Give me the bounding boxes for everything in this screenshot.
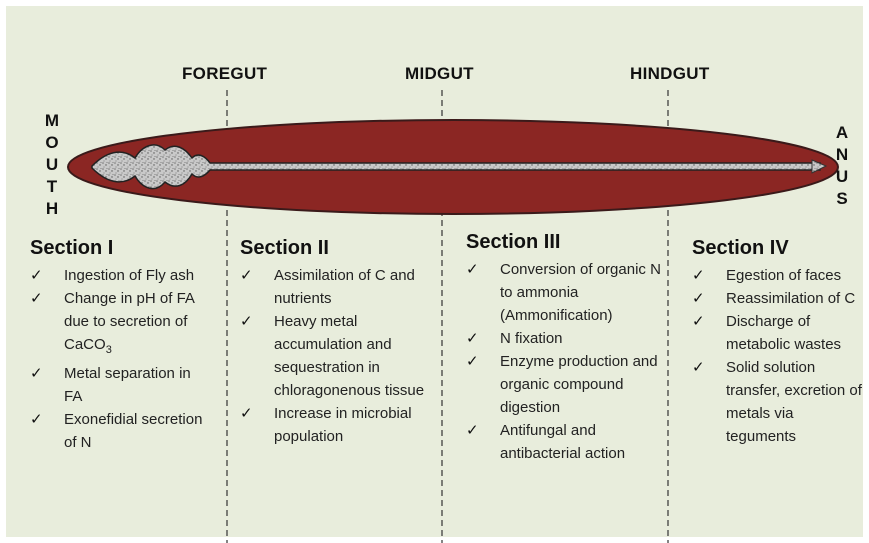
section-3: Section III ✓ Conversion of organic N to … xyxy=(466,231,661,465)
list-item: ✓ Reassimilation of C xyxy=(692,287,864,310)
list-item-text: Ingestion of Fly ash xyxy=(64,267,194,284)
checkmark-icon: ✓ xyxy=(692,287,705,310)
section-2-title: Section II xyxy=(240,237,430,260)
list-item-text: Exonefidial secretion of N xyxy=(64,411,202,451)
list-item-text: Solid solution transfer, excretion of me… xyxy=(726,359,862,445)
list-item-text: Antifungal and antibacterial action xyxy=(500,422,625,462)
checkmark-icon: ✓ xyxy=(240,310,253,333)
checkmark-icon: ✓ xyxy=(692,310,705,333)
mouth-letter: U xyxy=(42,154,62,176)
mouth-letter: T xyxy=(42,176,62,198)
mouth-letter: O xyxy=(42,132,62,154)
list-item-text: Metal separation in FA xyxy=(64,365,191,405)
section-1: Section I ✓ Ingestion of Fly ash ✓ Change … xyxy=(30,237,210,454)
list-item: ✓ Increase in microbial population xyxy=(240,402,430,448)
anus-letter: A xyxy=(832,122,852,144)
checkmark-icon: ✓ xyxy=(466,350,479,373)
mouth-letter: H xyxy=(42,198,62,220)
list-item: ✓ Ingestion of Fly ash xyxy=(30,264,210,287)
list-item-text: N fixation xyxy=(500,330,563,347)
list-item-text: Conversion of organic N to ammonia (Ammo… xyxy=(500,261,661,324)
list-item-text: Heavy metal accumulation and sequestrati… xyxy=(274,313,424,399)
checkmark-icon: ✓ xyxy=(240,264,253,287)
checkmark-icon: ✓ xyxy=(240,402,253,425)
section-1-title: Section I xyxy=(30,237,210,260)
mouth-letter: M xyxy=(42,110,62,132)
checkmark-icon: ✓ xyxy=(466,258,479,281)
list-item: ✓ Change in pH of FA due to secretion of … xyxy=(30,287,210,362)
section-4: Section IV ✓ Egestion of faces ✓ Reassimil… xyxy=(692,237,864,448)
list-item: ✓ N fixation xyxy=(466,327,661,350)
list-item: ✓ Antifungal and antibacterial action xyxy=(466,419,661,465)
anus-letter: N xyxy=(832,144,852,166)
list-item: ✓ Heavy metal accumulation and sequestrat… xyxy=(240,310,430,402)
midgut-label: MIDGUT xyxy=(405,64,474,84)
list-item: ✓ Metal separation in FA xyxy=(30,362,210,408)
list-item-text: Increase in microbial population xyxy=(274,405,412,445)
anus-label: A N U S xyxy=(832,122,852,210)
list-item: ✓ Solid solution transfer, excretion of m… xyxy=(692,356,864,448)
list-item: ✓ Assimilation of C and nutrients xyxy=(240,264,430,310)
hindgut-label: HINDGUT xyxy=(630,64,710,84)
mouth-label: M O U T H xyxy=(42,110,62,220)
list-item-text: Discharge of metabolic wastes xyxy=(726,313,841,353)
list-item: ✓ Enzyme production and organic compound … xyxy=(466,350,661,419)
foregut-label: FOREGUT xyxy=(182,64,267,84)
list-item-text: Egestion of faces xyxy=(726,267,841,284)
anus-letter: S xyxy=(832,188,852,210)
list-item: ✓ Discharge of metabolic wastes xyxy=(692,310,864,356)
list-item: ✓ Exonefidial secretion of N xyxy=(30,408,210,454)
list-item-text: Reassimilation of C xyxy=(726,290,855,307)
anus-letter: U xyxy=(832,166,852,188)
checkmark-icon: ✓ xyxy=(692,356,705,379)
checkmark-icon: ✓ xyxy=(30,287,43,310)
checkmark-icon: ✓ xyxy=(30,362,43,385)
list-item: ✓ Egestion of faces xyxy=(692,264,864,287)
checkmark-icon: ✓ xyxy=(30,264,43,287)
list-item-text: Assimilation of C and nutrients xyxy=(274,267,415,307)
section-2: Section II ✓ Assimilation of C and nutrie… xyxy=(240,237,430,448)
checkmark-icon: ✓ xyxy=(692,264,705,287)
section-4-title: Section IV xyxy=(692,237,864,260)
list-item-text: Enzyme production and organic compound d… xyxy=(500,353,658,416)
checkmark-icon: ✓ xyxy=(466,419,479,442)
checkmark-icon: ✓ xyxy=(466,327,479,350)
list-item: ✓ Conversion of organic N to ammonia (Amm… xyxy=(466,258,661,327)
checkmark-icon: ✓ xyxy=(30,408,43,431)
section-3-title: Section III xyxy=(466,231,661,254)
list-item-text: Change in pH of FA due to secretion of C… xyxy=(64,290,194,353)
